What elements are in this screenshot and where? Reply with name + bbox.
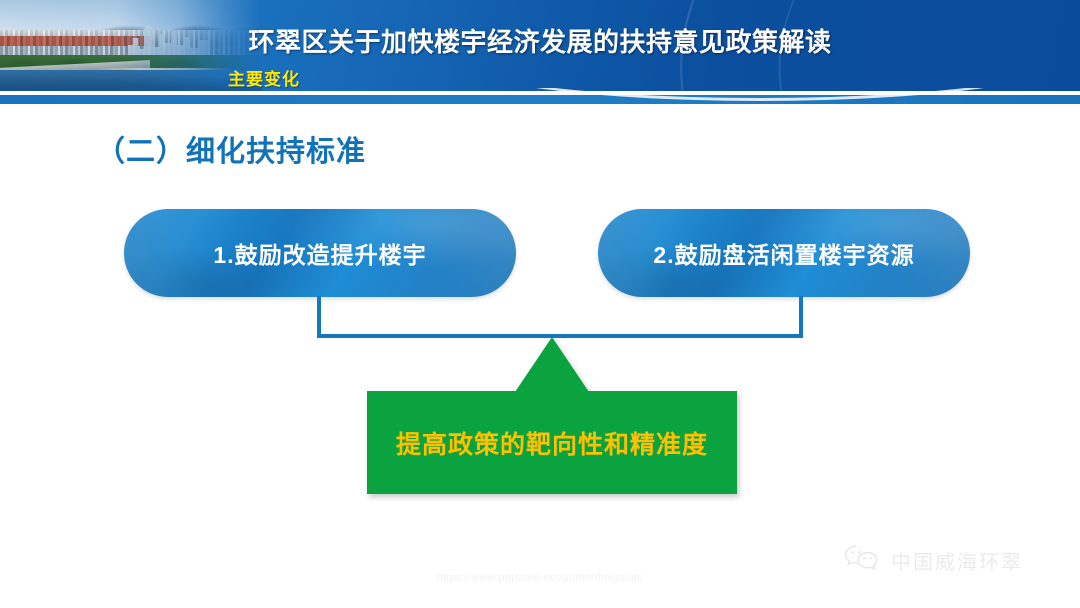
bracket-connector — [317, 296, 803, 338]
item-pill-2[interactable]: 2.鼓励盘活闲置楼宇资源 — [598, 209, 970, 297]
connector-horizontal — [317, 334, 803, 338]
photo-bottom-fade-overlay — [0, 77, 262, 91]
wechat-badge-label: 中国威海环翠 — [891, 550, 1023, 574]
item-pill-1-label: 1.鼓励改造提升楼宇 — [213, 242, 427, 268]
item-pill-2-label: 2.鼓励盘活闲置楼宇资源 — [653, 242, 915, 268]
page-title: 环翠区关于加快楼宇经济发展的扶持意见政策解读 — [248, 27, 832, 57]
photo-blue-fade-overlay — [0, 0, 262, 91]
coastal-city-photo — [0, 0, 262, 91]
page-subtitle: 主要变化 — [228, 70, 300, 89]
green-arrow-callout: 提高政策的靶向性和精准度 — [367, 337, 737, 494]
section-heading: （二）细化扶持标准 — [96, 136, 367, 168]
watermark-url: https://www.pptstore.net/author/heijialu… — [436, 572, 644, 584]
wechat-icon — [842, 543, 882, 578]
header-white-arc-decoration — [430, 88, 1080, 104]
header-banner: 环翠区关于加快楼宇经济发展的扶持意见政策解读 主要变化 — [0, 0, 1080, 91]
connector-left-vertical — [317, 296, 321, 338]
callout-body: 提高政策的靶向性和精准度 — [367, 391, 737, 494]
wechat-badge: 中国威海环翠 — [842, 543, 1023, 578]
connector-right-vertical — [799, 296, 803, 338]
callout-label: 提高政策的靶向性和精准度 — [395, 430, 708, 459]
item-pill-1[interactable]: 1.鼓励改造提升楼宇 — [124, 209, 516, 297]
